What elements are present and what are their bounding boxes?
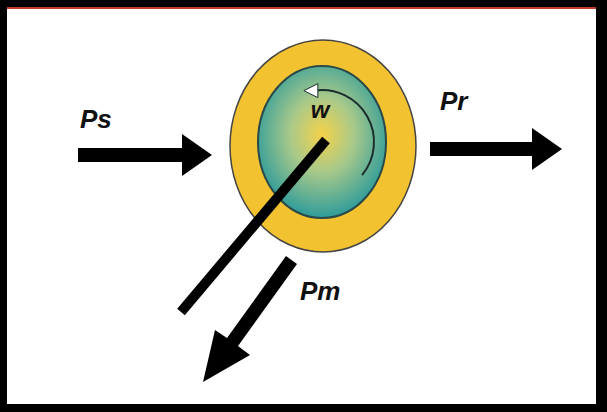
input-arrow <box>78 134 212 176</box>
power-label: Pr <box>440 86 467 117</box>
output-arrow <box>430 128 562 170</box>
rotation-arrowhead <box>304 84 318 98</box>
rotor-circle: w <box>228 38 418 254</box>
power-label: Pm <box>300 276 340 307</box>
speed-symbol: w <box>311 96 330 124</box>
machine-drawing <box>228 38 418 254</box>
power-label: Ps <box>80 104 112 135</box>
